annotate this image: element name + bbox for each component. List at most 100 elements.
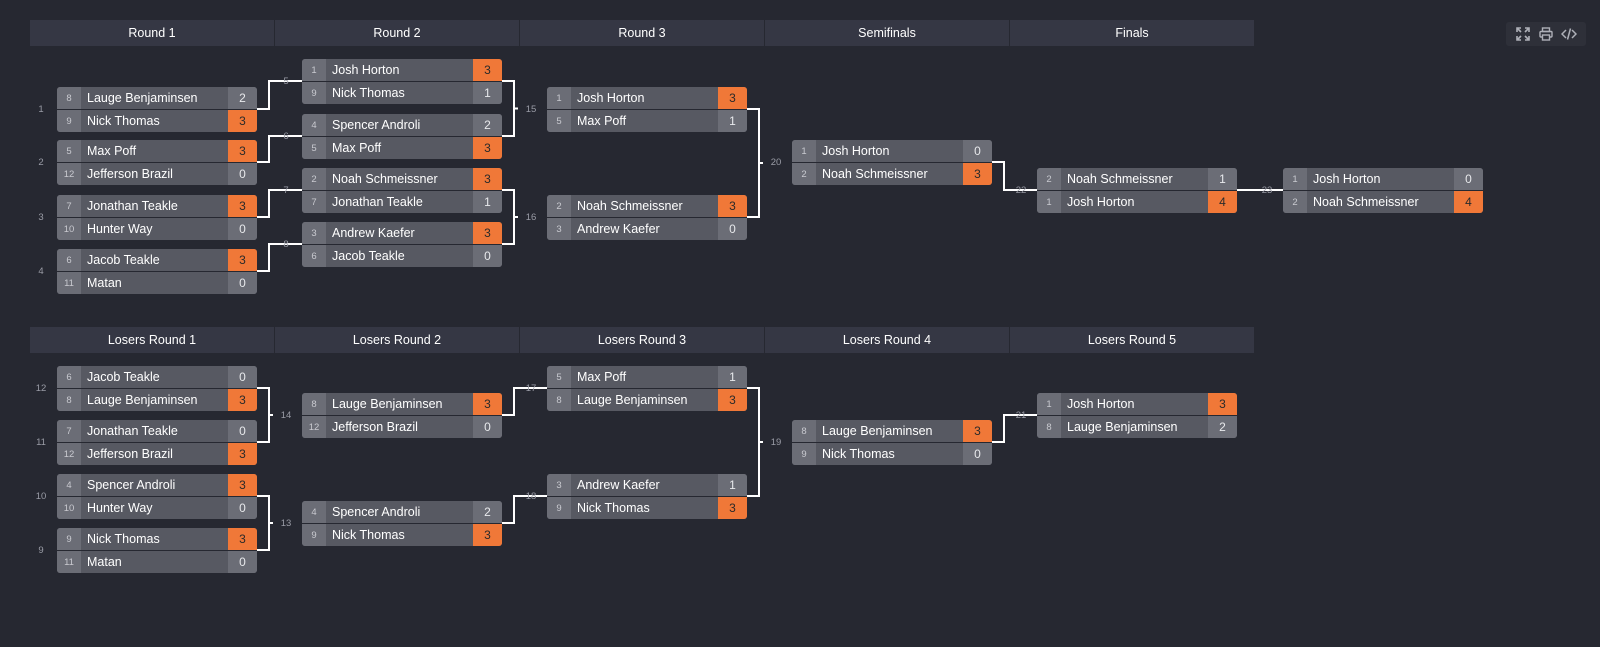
- match-number: 5: [283, 76, 289, 87]
- bracket-connector: [502, 495, 547, 524]
- participant-name: Lauge Benjaminsen: [1067, 420, 1178, 434]
- participant-name: Jacob Teakle: [87, 370, 160, 384]
- match-number: 15: [525, 104, 537, 115]
- participant-name: Josh Horton: [822, 144, 890, 158]
- participant-seed: 6: [302, 245, 326, 267]
- match-participant[interactable]: 8 Lauge Benjaminsen 2: [1037, 416, 1237, 438]
- participant-seed: 8: [792, 420, 816, 442]
- participant-seed: 8: [1037, 416, 1061, 438]
- participant-seed: 1: [302, 59, 326, 81]
- participant-name: Spencer Androli: [87, 478, 176, 492]
- participant-score: 3: [1208, 393, 1237, 415]
- match-number: 11: [36, 437, 46, 448]
- participant-name: Nick Thomas: [332, 528, 405, 542]
- participant-seed: 6: [57, 249, 81, 271]
- participant-score: 2: [1208, 416, 1237, 438]
- print-icon[interactable]: [1537, 25, 1555, 43]
- participant-seed: 8: [57, 87, 81, 109]
- participant-seed: 6: [57, 366, 81, 388]
- round-header: Finals: [1010, 20, 1255, 46]
- expand-icon[interactable]: [1514, 25, 1532, 43]
- match-number: 22: [1015, 185, 1027, 196]
- participant-score: 3: [473, 137, 502, 159]
- participant-score: 3: [963, 163, 992, 185]
- participant-seed: 9: [57, 110, 81, 132]
- participant-name: Josh Horton: [577, 91, 645, 105]
- bracket-connector: [502, 80, 518, 137]
- participant-score: 3: [473, 222, 502, 244]
- participant-score: 3: [228, 249, 257, 271]
- participant-score: 0: [228, 218, 257, 240]
- participant-name: Jonathan Teakle: [332, 195, 423, 209]
- match-number: 4: [38, 266, 44, 277]
- participant-name: Lauge Benjaminsen: [87, 91, 198, 105]
- participant-seed: 1: [547, 87, 571, 109]
- round-header: Losers Round 5: [1010, 327, 1255, 353]
- participant-name: Josh Horton: [1067, 397, 1135, 411]
- participant-seed: 7: [57, 195, 81, 217]
- participant-score: 0: [963, 443, 992, 465]
- participant-score: 0: [228, 163, 257, 185]
- participant-seed: 5: [547, 366, 571, 388]
- participant-name: Noah Schmeissner: [332, 172, 438, 186]
- participant-seed: 2: [792, 163, 816, 185]
- code-icon[interactable]: [1560, 25, 1578, 43]
- participant-score: 0: [1454, 168, 1483, 190]
- participant-name: Noah Schmeissner: [1067, 172, 1173, 186]
- participant-score: 3: [228, 443, 257, 465]
- participant-name: Josh Horton: [1067, 195, 1135, 209]
- participant-score: 0: [473, 416, 502, 438]
- participant-name: Matan: [87, 276, 122, 290]
- match-number: 10: [35, 491, 47, 502]
- participant-name: Lauge Benjaminsen: [822, 424, 933, 438]
- participant-name: Hunter Way: [87, 222, 153, 236]
